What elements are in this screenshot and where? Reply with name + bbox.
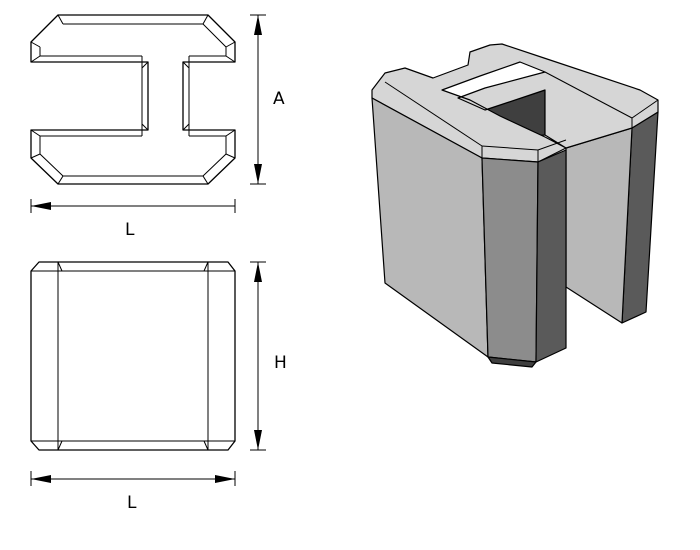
front-view-corner [57,261,63,272]
block-front-arm-front-face [481,157,539,363]
top-view [30,14,236,185]
dimension-a: A [250,14,285,185]
arrow-left-icon [31,475,51,483]
arrow-down-icon [254,164,262,184]
top-view-chamfer-line [57,14,64,25]
top-view-chamfer-line [225,129,236,137]
front-view-outline [30,261,236,451]
top-view-chamfer-line [30,41,41,48]
arrow-left-icon [31,202,51,210]
block-bottom-edge [487,356,537,368]
dimension-l-top: L [30,199,236,240]
front-view [30,261,236,451]
top-view-inner-chamfer [39,23,227,177]
top-view-chamfer-line [57,175,64,185]
block-top-chamfer [631,99,659,119]
top-view-chamfer-line [141,123,149,131]
dimension-l-front: L [30,471,236,513]
top-view-outer-outline [30,14,236,185]
arrow-up-icon [254,15,262,35]
dimension-l-front-label: L [127,493,137,513]
dimension-l-top-label: L [125,220,135,240]
arrow-down-icon [254,430,262,450]
block-top-face [371,43,659,163]
arrow-right-icon [215,475,235,483]
top-view-chamfer-line [141,61,149,69]
isometric-block [371,43,659,368]
top-view-chamfer-line [225,41,236,48]
block-top-chamfer [384,81,483,147]
top-view-chamfer-line [30,55,41,63]
top-view-chamfer-line [30,129,41,137]
block-back-arm-front-face [565,127,633,324]
front-view-corner [203,440,209,451]
dimension-h: H [250,261,287,451]
block-top-chamfer [544,71,633,119]
arrow-up-icon [254,262,262,282]
front-view-corner [203,261,209,272]
dimension-a-label: A [273,89,285,109]
top-view-chamfer-line [182,61,190,69]
top-view-chamfer-line [225,153,236,159]
dimension-h-label: H [274,353,287,373]
top-view-chamfer-line [202,175,209,185]
top-view-chamfer-line [30,153,41,159]
top-view-chamfer-line [225,55,236,63]
front-view-corner [57,440,63,451]
block-front-arm-side-face [535,149,567,363]
top-view-chamfer-line [182,123,190,131]
top-view-chamfer-line [202,14,209,25]
